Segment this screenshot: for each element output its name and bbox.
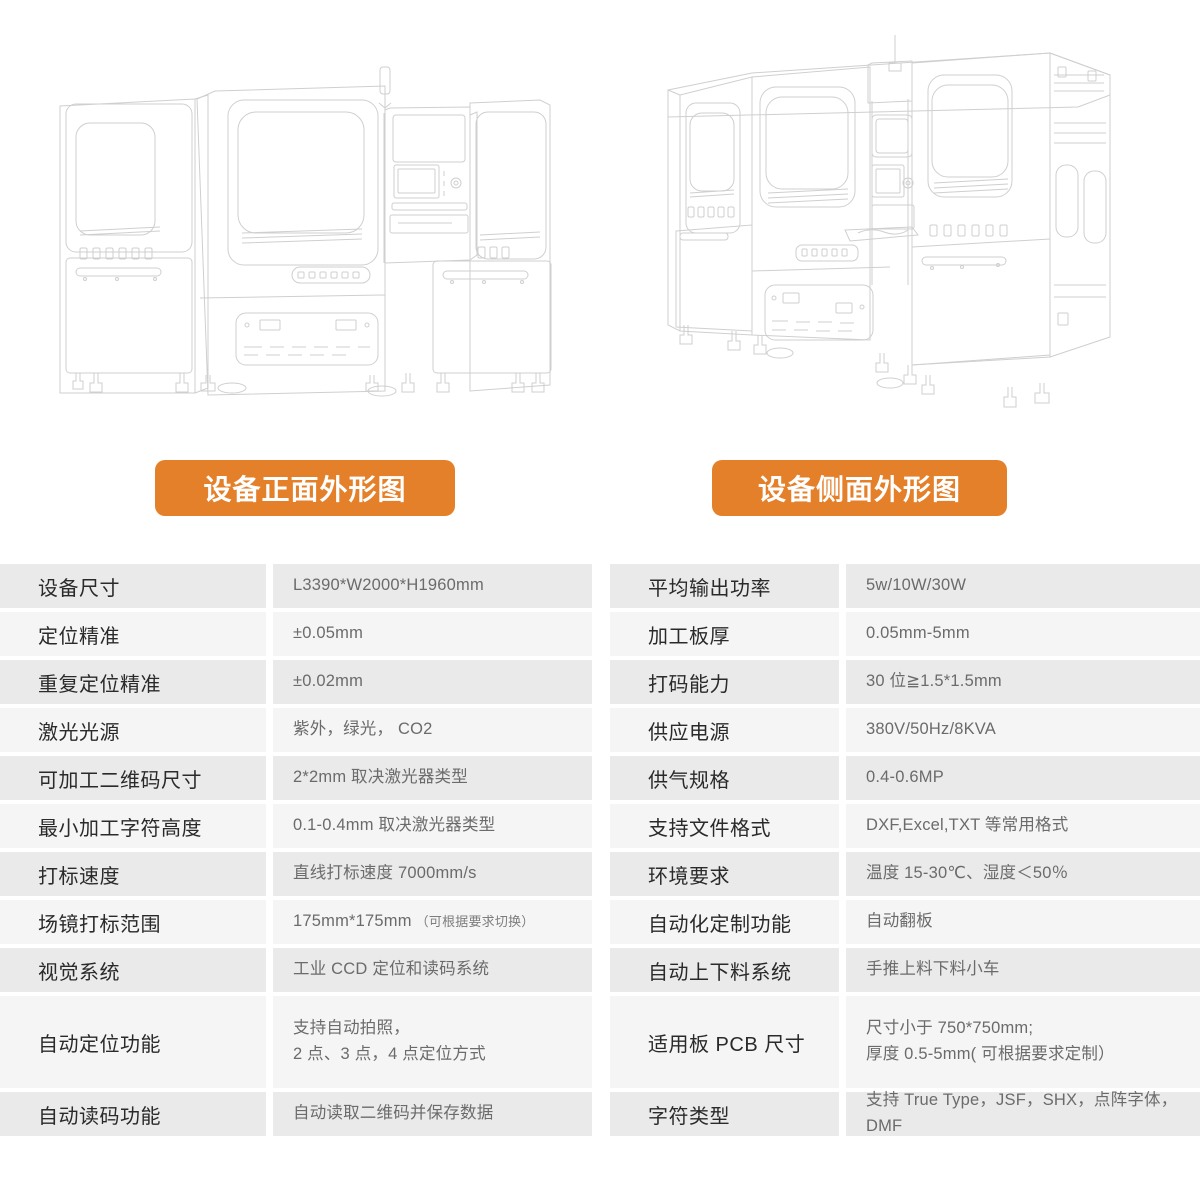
spec-label: 适用板 PCB 尺寸 bbox=[610, 996, 839, 1088]
spec-value: 2*2mm 取决激光器类型 bbox=[273, 756, 592, 800]
spec-label: 自动上下料系统 bbox=[610, 948, 839, 992]
spec-label: 设备尺寸 bbox=[0, 564, 266, 608]
table-row: 场镜打标范围 175mm*175mm（可根据要求切换） bbox=[0, 900, 592, 944]
table-row: 重复定位精准 ±0.02mm bbox=[0, 660, 592, 704]
spec-label: 平均输出功率 bbox=[610, 564, 839, 608]
spec-value: 380V/50Hz/8KVA bbox=[846, 708, 1200, 752]
spec-table-left: 设备尺寸 L3390*W2000*H1960mm 定位精准 ±0.05mm 重复… bbox=[0, 564, 592, 1136]
spec-value: 紫外，绿光， CO2 bbox=[273, 708, 592, 752]
spec-label: 最小加工字符高度 bbox=[0, 804, 266, 848]
table-row: 激光光源 紫外，绿光， CO2 bbox=[0, 708, 592, 752]
spec-value: 0.05mm-5mm bbox=[846, 612, 1200, 656]
spec-value: L3390*W2000*H1960mm bbox=[273, 564, 592, 608]
caption-front-view: 设备正面外形图 bbox=[155, 460, 455, 516]
table-row: 环境要求 温度 15-30℃、湿度＜50％ bbox=[610, 852, 1200, 896]
spec-value: 自动读取二维码并保存数据 bbox=[273, 1092, 592, 1136]
illustration-row: 设备正面外形图 设备侧面外形图 bbox=[0, 0, 1200, 516]
spec-value: DXF,Excel,TXT 等常用格式 bbox=[846, 804, 1200, 848]
spec-value-line: 厚度 0.5-5mm( 可根据要求定制） bbox=[866, 1045, 1115, 1063]
caption-side-view: 设备侧面外形图 bbox=[712, 460, 1007, 516]
spec-label: 打码能力 bbox=[610, 660, 839, 704]
spec-value-lines: 尺寸小于 750*750mm; 厚度 0.5-5mm( 可根据要求定制） bbox=[866, 1016, 1115, 1067]
spec-value: 尺寸小于 750*750mm; 厚度 0.5-5mm( 可根据要求定制） bbox=[846, 996, 1200, 1088]
table-row: 自动定位功能 支持自动拍照， 2 点、3 点，4 点定位方式 bbox=[0, 996, 592, 1088]
spec-value: 30 位≧1.5*1.5mm bbox=[846, 660, 1200, 704]
spec-value: 工业 CCD 定位和读码系统 bbox=[273, 948, 592, 992]
spec-value: 0.1-0.4mm 取决激光器类型 bbox=[273, 804, 592, 848]
spec-value: 手推上料下料小车 bbox=[846, 948, 1200, 992]
table-row: 自动读码功能 自动读取二维码并保存数据 bbox=[0, 1092, 592, 1136]
spec-value: 支持自动拍照， 2 点、3 点，4 点定位方式 bbox=[273, 996, 592, 1088]
spec-value: 直线打标速度 7000mm/s bbox=[273, 852, 592, 896]
table-row: 字符类型 支持 True Type，JSF，SHX，点阵字体，DMF bbox=[610, 1091, 1200, 1136]
spec-value: 支持 True Type，JSF，SHX，点阵字体，DMF bbox=[846, 1091, 1200, 1136]
spec-label: 供气规格 bbox=[610, 756, 839, 800]
table-row: 可加工二维码尺寸 2*2mm 取决激光器类型 bbox=[0, 756, 592, 800]
spec-label: 加工板厚 bbox=[610, 612, 839, 656]
table-row: 打标速度 直线打标速度 7000mm/s bbox=[0, 852, 592, 896]
spec-label: 自动定位功能 bbox=[0, 996, 266, 1088]
spec-value-main: 175mm*175mm bbox=[293, 912, 412, 931]
spec-value: 175mm*175mm（可根据要求切换） bbox=[273, 900, 592, 944]
spec-label: 定位精准 bbox=[0, 612, 266, 656]
spec-label: 支持文件格式 bbox=[610, 804, 839, 848]
spec-label: 字符类型 bbox=[610, 1092, 839, 1136]
spec-value: 5w/10W/30W bbox=[846, 564, 1200, 608]
table-row: 加工板厚 0.05mm-5mm bbox=[610, 612, 1200, 656]
spec-value-line: 尺寸小于 750*750mm; bbox=[866, 1019, 1034, 1038]
table-row: 设备尺寸 L3390*W2000*H1960mm bbox=[0, 564, 592, 608]
spec-label: 场镜打标范围 bbox=[0, 900, 266, 944]
spec-label: 打标速度 bbox=[0, 852, 266, 896]
machine-side-view-illustration bbox=[640, 35, 1150, 435]
spec-value: ±0.05mm bbox=[273, 612, 592, 656]
spec-label: 激光光源 bbox=[0, 708, 266, 752]
table-row: 视觉系统 工业 CCD 定位和读码系统 bbox=[0, 948, 592, 992]
table-row: 适用板 PCB 尺寸 尺寸小于 750*750mm; 厚度 0.5-5mm( 可… bbox=[610, 996, 1200, 1088]
spec-label: 视觉系统 bbox=[0, 948, 266, 992]
table-row: 最小加工字符高度 0.1-0.4mm 取决激光器类型 bbox=[0, 804, 592, 848]
spec-table-right: 平均输出功率 5w/10W/30W 加工板厚 0.05mm-5mm 打码能力 3… bbox=[610, 564, 1200, 1136]
spec-label: 可加工二维码尺寸 bbox=[0, 756, 266, 800]
spec-label: 自动化定制功能 bbox=[610, 900, 839, 944]
table-row: 自动化定制功能 自动翻板 bbox=[610, 900, 1200, 944]
spec-value: 温度 15-30℃、湿度＜50％ bbox=[846, 852, 1200, 896]
spec-value: 自动翻板 bbox=[846, 900, 1200, 944]
table-row: 打码能力 30 位≧1.5*1.5mm bbox=[610, 660, 1200, 704]
table-row: 自动上下料系统 手推上料下料小车 bbox=[610, 948, 1200, 992]
spec-value-note: （可根据要求切换） bbox=[415, 913, 535, 929]
table-row: 供应电源 380V/50Hz/8KVA bbox=[610, 708, 1200, 752]
spec-label: 自动读码功能 bbox=[0, 1092, 266, 1136]
table-row: 平均输出功率 5w/10W/30W bbox=[610, 564, 1200, 608]
spec-value-line: 2 点、3 点，4 点定位方式 bbox=[293, 1045, 486, 1063]
spec-label: 供应电源 bbox=[610, 708, 839, 752]
machine-front-view-illustration bbox=[40, 55, 585, 410]
table-row: 供气规格 0.4-0.6MP bbox=[610, 756, 1200, 800]
table-row: 支持文件格式 DXF,Excel,TXT 等常用格式 bbox=[610, 804, 1200, 848]
spec-value: ±0.02mm bbox=[273, 660, 592, 704]
table-row: 定位精准 ±0.05mm bbox=[0, 612, 592, 656]
spec-value-line: 支持自动拍照， bbox=[293, 1019, 410, 1038]
spec-label: 环境要求 bbox=[610, 852, 839, 896]
spec-label: 重复定位精准 bbox=[0, 660, 266, 704]
spec-value-lines: 支持自动拍照， 2 点、3 点，4 点定位方式 bbox=[293, 1016, 486, 1067]
spec-value: 0.4-0.6MP bbox=[846, 756, 1200, 800]
